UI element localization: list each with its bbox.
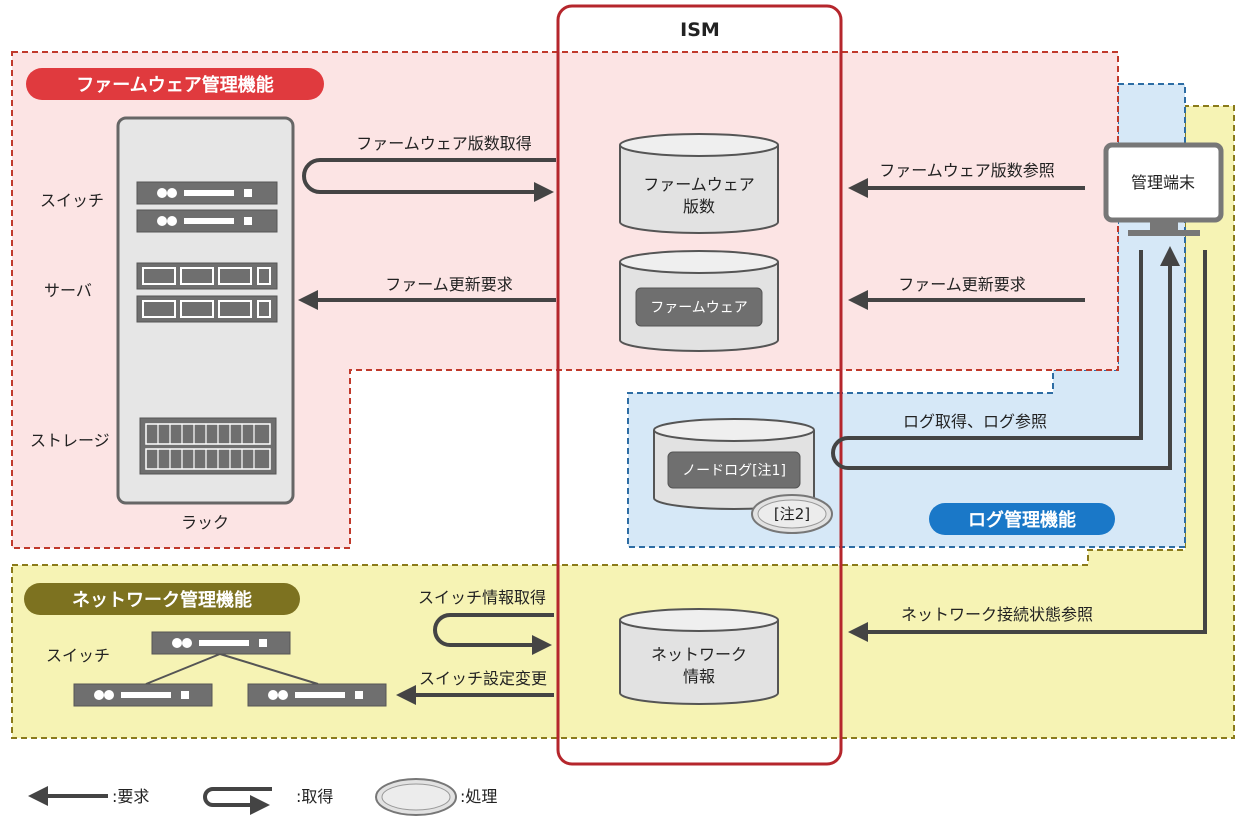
legend-request-label: :要求 <box>112 787 149 806</box>
svg-text:ネットワーク管理機能: ネットワーク管理機能 <box>72 589 252 611</box>
switch-info-get-arrow <box>433 613 554 655</box>
rack-server-label: サーバ <box>44 281 92 300</box>
svg-text:ファームウェア: ファームウェア <box>643 175 755 194</box>
network-switch-left <box>73 683 213 707</box>
svg-text:管理端末: 管理端末 <box>1131 173 1195 192</box>
switch-connections <box>145 653 319 685</box>
node-log-db: ノードログ[注1] [注2] <box>653 418 833 534</box>
svg-text:ネットワーク: ネットワーク <box>651 645 747 664</box>
ref-fw-version-label: ファームウェア版数参照 <box>879 161 1055 180</box>
svg-text:[注2]: [注2] <box>774 505 810 523</box>
switch-info-get-label: スイッチ情報取得 <box>418 588 546 607</box>
svg-text:ファームウェア管理機能: ファームウェア管理機能 <box>76 74 273 96</box>
log-get-ref-arrow <box>831 246 1180 470</box>
log-badge: ログ管理機能 <box>929 503 1115 535</box>
network-switch-top <box>151 631 291 655</box>
rack-server-unit <box>136 295 278 323</box>
firmware-db: ファームウェア <box>619 250 779 352</box>
network-switch-right <box>247 683 387 707</box>
legend-process-label: :処理 <box>460 787 497 806</box>
svg-text:ログ管理機能: ログ管理機能 <box>968 509 1076 531</box>
network-status-ref-arrow <box>848 250 1207 642</box>
get-fw-version-label: ファームウェア版数取得 <box>356 134 532 153</box>
network-status-ref-label: ネットワーク接続状態参照 <box>901 605 1093 624</box>
ism-box <box>556 4 843 766</box>
rack-switch-unit <box>136 209 278 233</box>
management-terminal: 管理端末 <box>1103 142 1224 236</box>
network-switch-label: スイッチ <box>46 646 110 665</box>
firmware-version-db: ファームウェア 版数 <box>619 133 779 234</box>
rack-server-unit <box>136 262 278 290</box>
rack-switch-label: スイッチ <box>40 191 104 210</box>
network-badge: ネットワーク管理機能 <box>24 583 300 615</box>
log-get-ref-label: ログ取得、ログ参照 <box>903 412 1047 431</box>
svg-text:ノードログ[注1]: ノードログ[注1] <box>682 463 786 479</box>
svg-text:版数: 版数 <box>683 197 715 216</box>
legend-acquire-arrow <box>203 787 272 815</box>
rack-storage-unit <box>139 417 277 475</box>
rack-caption: ラック <box>181 513 229 532</box>
rack-switch-unit <box>136 181 278 205</box>
rack-storage-label: ストレージ <box>30 431 110 450</box>
legend-acquire-label: :取得 <box>296 787 333 806</box>
fw-update-request-label-left: ファーム更新要求 <box>385 275 513 294</box>
network-info-db: ネットワーク 情報 <box>619 608 779 705</box>
svg-text:ファームウェア: ファームウェア <box>650 300 748 316</box>
ism-title: ISM <box>680 19 720 41</box>
legend: :要求 :取得 :処理 <box>28 778 497 816</box>
legend-process-inner <box>381 783 451 811</box>
firmware-badge: ファームウェア管理機能 <box>26 68 324 100</box>
switch-setting-change-label: スイッチ設定変更 <box>419 669 547 688</box>
get-fw-version-arrow <box>302 158 556 202</box>
fw-update-request-label-right: ファーム更新要求 <box>898 275 1026 294</box>
svg-text:情報: 情報 <box>683 667 715 686</box>
